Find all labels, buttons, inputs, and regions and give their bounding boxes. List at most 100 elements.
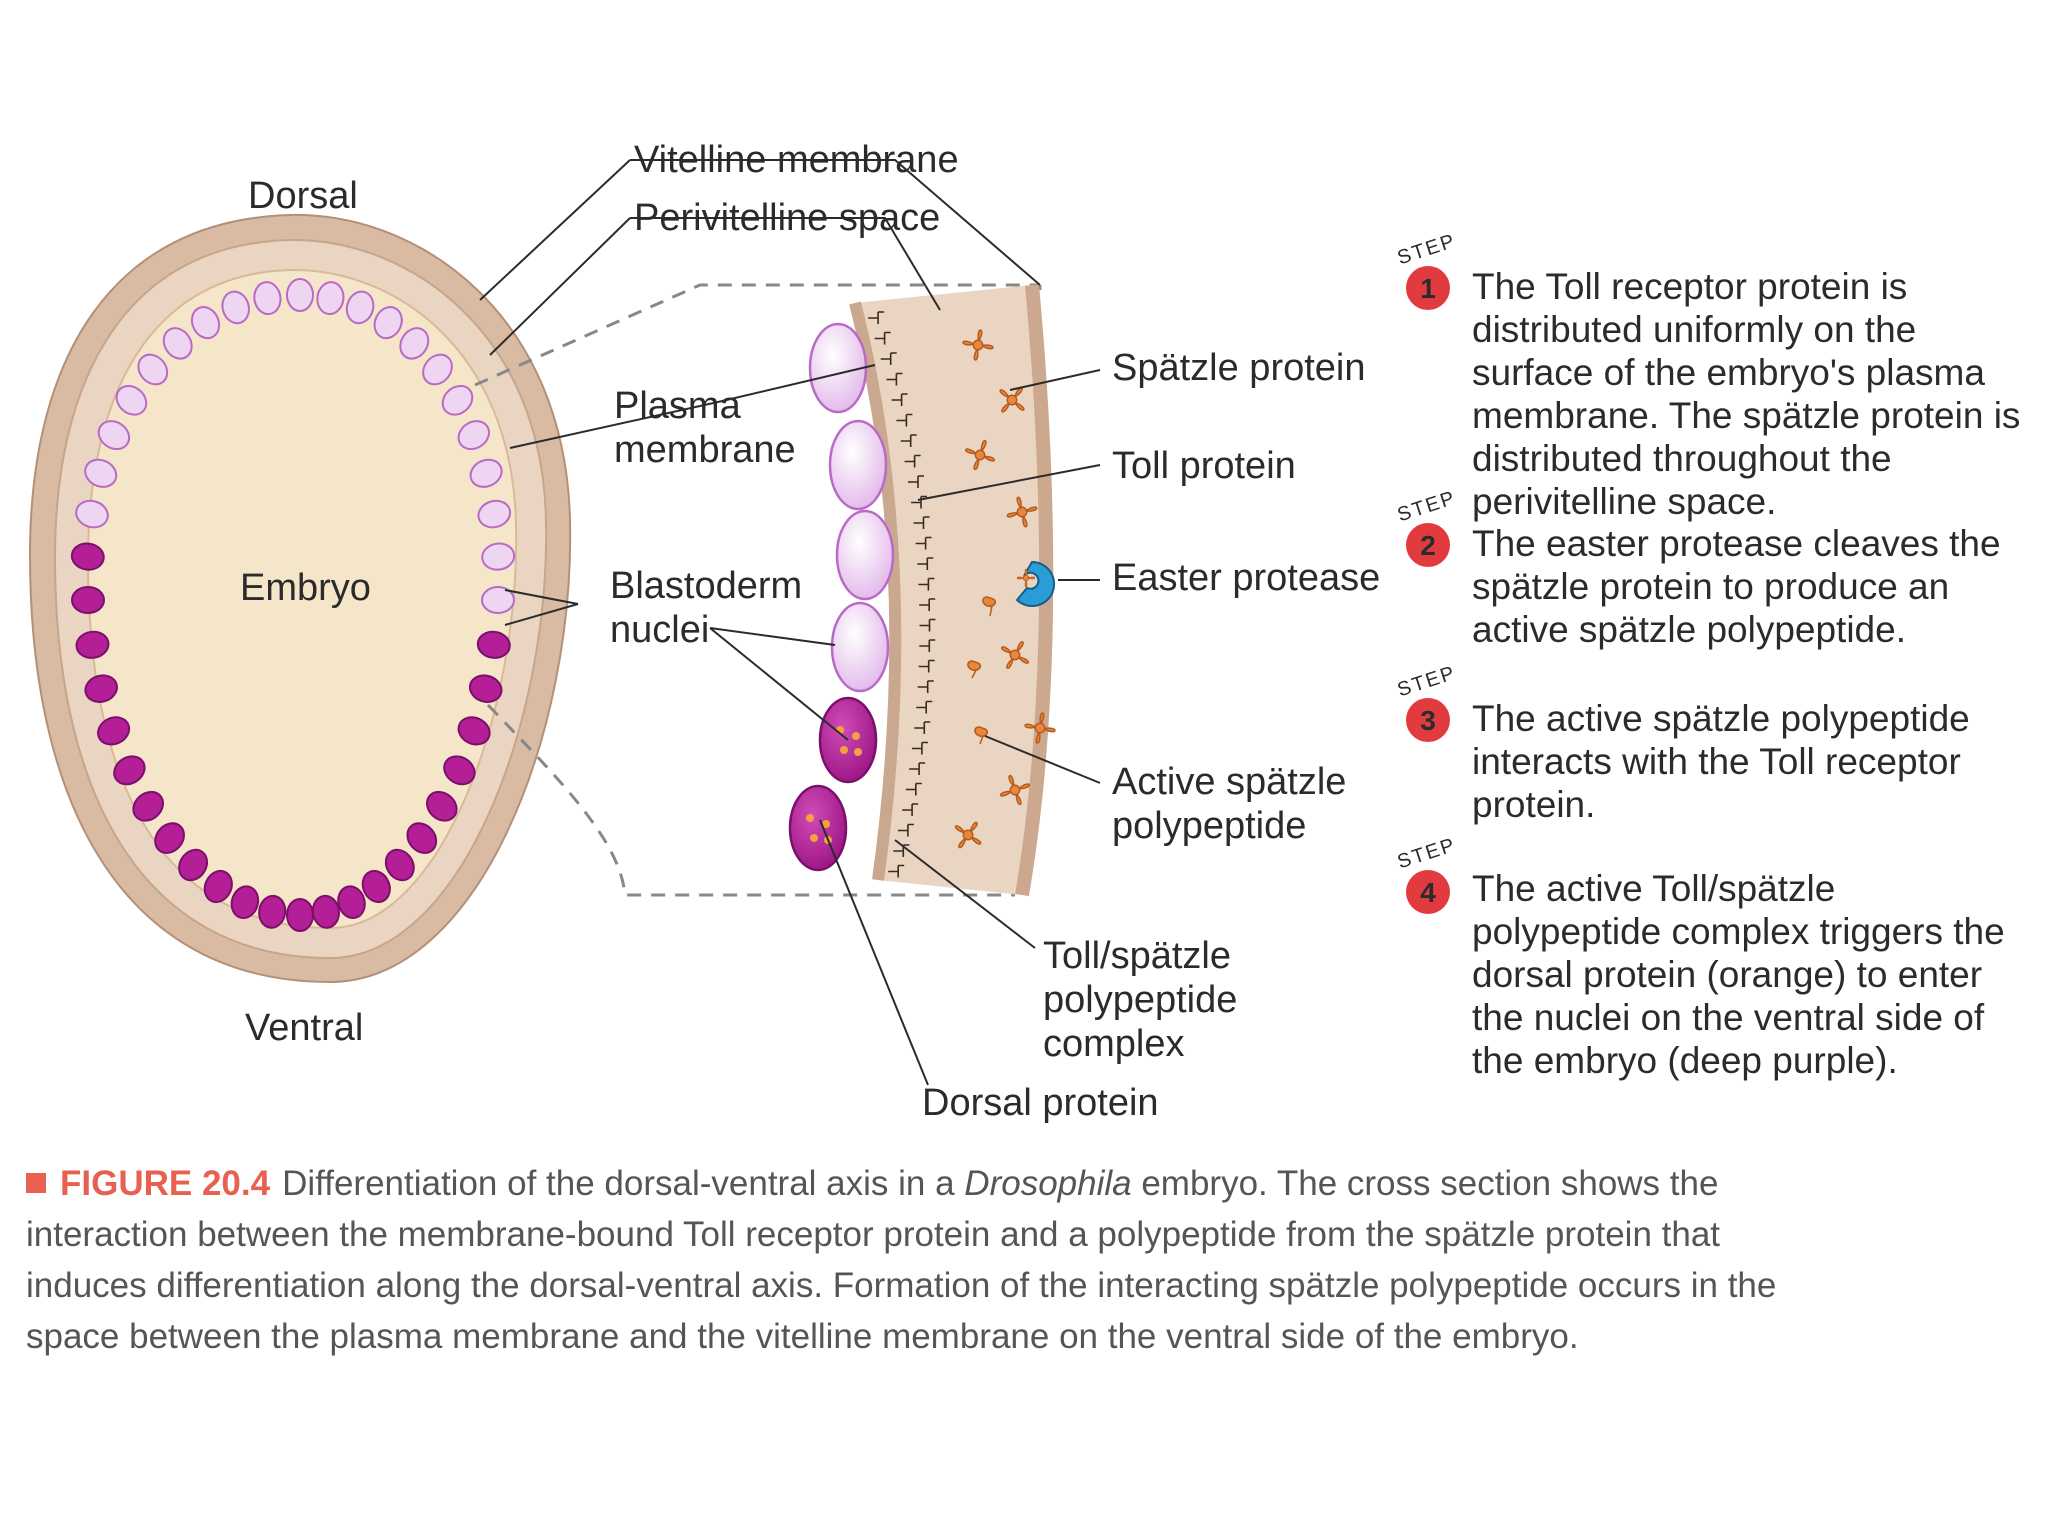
step-badge-4: STEP 4 xyxy=(1395,834,1459,914)
blastoderm-nucleus xyxy=(154,822,185,854)
blastoderm-nucleus xyxy=(75,499,109,529)
blastoderm-nucleus xyxy=(337,885,366,919)
toll-receptor xyxy=(919,639,936,652)
toll-receptor xyxy=(904,454,921,468)
toll-receptors xyxy=(868,311,936,878)
label-perivitelline-space: Perivitelline space xyxy=(634,197,940,239)
toll-receptor xyxy=(891,393,908,406)
blastoderm-nucleus xyxy=(373,306,403,340)
toll-receptor xyxy=(918,577,935,591)
blastoderm-nucleus xyxy=(468,674,503,703)
blastoderm-nucleus xyxy=(221,290,250,325)
blastoderm-nucleus xyxy=(190,306,221,340)
blastoderm-nucleus xyxy=(316,281,345,316)
step-badge-1: STEP 1 xyxy=(1395,230,1459,310)
label-vitelline-membrane: Vitelline membrane xyxy=(634,139,959,181)
toll-receptor xyxy=(868,311,885,324)
toll-receptor xyxy=(896,413,913,427)
step-word: STEP xyxy=(1395,230,1459,270)
step-circle xyxy=(1406,870,1450,914)
active-spatzle-fragment xyxy=(982,596,997,617)
toll-receptor xyxy=(917,680,934,693)
toll-receptor xyxy=(886,372,903,386)
label-active-spatzle-2: polypeptide xyxy=(1112,805,1306,847)
step-word: STEP xyxy=(1395,487,1459,527)
blastoderm-nucleus xyxy=(258,894,287,929)
toll-receptor xyxy=(902,803,919,816)
blastoderm-nucleus xyxy=(476,630,511,659)
caption-bullet-icon xyxy=(26,1173,46,1193)
blastoderm-nucleus-magnified xyxy=(830,601,890,693)
step-1-text: The Toll receptor protein is distributed… xyxy=(1472,266,2021,522)
blastoderm-nucleus xyxy=(75,630,110,659)
toll-receptor xyxy=(911,741,928,755)
label-dorsal: Dorsal xyxy=(248,175,358,217)
leader-lines xyxy=(479,159,1101,1086)
toll-receptor xyxy=(915,536,932,550)
blastoderm-nucleus xyxy=(286,278,314,312)
label-toll-protein: Toll protein xyxy=(1112,445,1296,487)
blastoderm-nucleus xyxy=(477,499,512,529)
step-2-text: The easter protease cleaves the spätzle … xyxy=(1472,523,2001,650)
blastoderm-nucleus xyxy=(162,327,193,360)
plasma-membrane-band xyxy=(849,301,902,881)
labels: Dorsal Ventral Embryo Vitelline membrane… xyxy=(240,139,1380,1124)
toll-receptor xyxy=(919,598,936,611)
blastoderm-nucleus xyxy=(422,353,453,386)
blastoderm-nucleus xyxy=(426,790,458,822)
toll-receptor xyxy=(888,864,905,878)
caption-text-after: embryo. The cross section shows the inte… xyxy=(26,1164,1777,1356)
blastoderm-nucleus xyxy=(97,716,131,746)
label-plasma-membrane-1: Plasma xyxy=(614,385,742,427)
label-embryo: Embryo xyxy=(240,567,371,609)
toll-receptor xyxy=(916,700,933,714)
blastoderm-nucleus xyxy=(84,458,118,488)
toll-receptor xyxy=(913,516,930,529)
blastoderm-nucleus xyxy=(71,586,105,614)
toll-receptor xyxy=(897,823,914,837)
blastoderm-nucleus xyxy=(345,290,375,325)
label-blastoderm-nuclei-1: Blastoderm xyxy=(610,565,802,607)
step-number: 3 xyxy=(1420,705,1436,736)
blastoderm-nucleus xyxy=(384,848,415,882)
step-circle xyxy=(1406,698,1450,742)
dorsal-protein-dot xyxy=(806,814,814,822)
blastoderm-nucleus xyxy=(115,384,148,416)
step-word: STEP xyxy=(1395,662,1459,702)
step-word: STEP xyxy=(1395,834,1459,874)
blastoderm-nucleus xyxy=(97,420,131,451)
label-toll-complex-1: Toll/spätzle xyxy=(1043,935,1231,977)
toll-receptor xyxy=(908,475,924,488)
blastoderm-nucleus-magnified xyxy=(835,509,895,601)
blastoderm-nucleus xyxy=(457,420,490,451)
label-active-spatzle-1: Active spätzle xyxy=(1112,761,1346,803)
step-number: 1 xyxy=(1420,273,1436,304)
embryo-egg xyxy=(28,213,572,984)
blastoderm-nucleus xyxy=(286,898,314,932)
blastoderm-nucleus xyxy=(457,716,491,746)
active-spatzle-fragment xyxy=(967,660,982,679)
active-spatzle-fragments xyxy=(967,596,997,745)
blastoderm-nucleus xyxy=(443,755,476,786)
blastoderm-nucleus xyxy=(230,885,260,919)
zoom-outline xyxy=(474,283,1040,897)
dorsal-protein-dot xyxy=(840,746,848,754)
step-3-text: The active spätzle polypeptide interacts… xyxy=(1472,698,1970,825)
dorsal-protein-dot xyxy=(852,732,860,740)
blastoderm-nucleus xyxy=(137,353,169,386)
toll-receptor xyxy=(874,331,891,345)
step-badge-3: STEP 3 xyxy=(1395,662,1459,742)
blastoderm-nucleus xyxy=(113,755,146,786)
egg-nuclei xyxy=(70,278,516,932)
label-spatzle-protein: Spätzle protein xyxy=(1112,347,1366,389)
blastoderm-nucleus xyxy=(481,586,515,614)
label-plasma-membrane-2: membrane xyxy=(614,429,796,471)
dorsal-protein-dot xyxy=(810,834,818,842)
blastoderm-nucleus-magnified xyxy=(808,322,868,414)
blastoderm-nucleus xyxy=(70,542,105,571)
label-easter-protease: Easter protease xyxy=(1112,557,1380,599)
toll-receptor xyxy=(880,352,897,365)
blastoderm-nucleus xyxy=(253,281,282,316)
toll-receptor xyxy=(900,434,917,447)
step-circle xyxy=(1406,523,1450,567)
